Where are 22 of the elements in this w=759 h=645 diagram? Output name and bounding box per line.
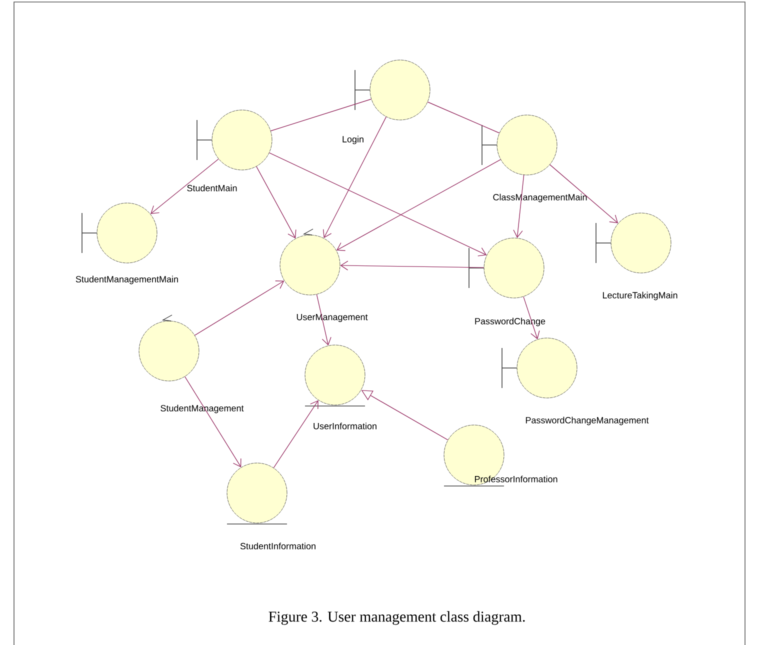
class-label: PasswordChangeManagement	[526, 416, 649, 426]
caption: Figure 3. User management class diagram.	[268, 611, 525, 625]
arrow	[322, 116, 387, 238]
arrow	[273, 400, 318, 468]
arrow	[316, 294, 332, 346]
class-label: LectureTakingMain	[602, 292, 678, 300]
arrow	[513, 174, 524, 238]
arrow	[340, 260, 484, 270]
class-label: ProfessorInformation	[474, 476, 558, 482]
arrow	[184, 376, 242, 468]
arrow	[194, 280, 284, 336]
arrow	[550, 164, 618, 224]
class-label: Login	[342, 136, 364, 144]
arrow	[268, 152, 487, 256]
arrow	[336, 159, 501, 251]
arrow	[523, 296, 540, 340]
class-label: StudentManagementMain	[76, 276, 178, 284]
class-label: StudentInformation	[240, 542, 316, 550]
class-label: UserInformation	[314, 422, 376, 430]
class-label: StudentMain	[187, 184, 237, 192]
arrow	[256, 166, 296, 238]
arrow	[150, 158, 219, 214]
